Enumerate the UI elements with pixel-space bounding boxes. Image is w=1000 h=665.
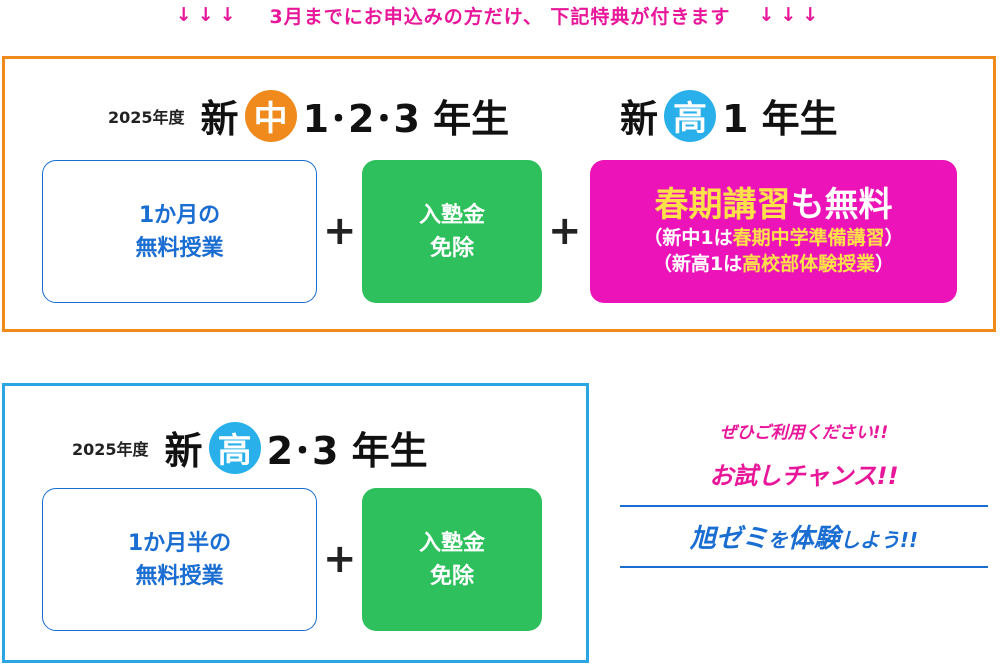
section1-headline-high: 新 高 1 年生 — [620, 88, 838, 143]
down-arrows-left: ↓↓↓ — [175, 4, 242, 26]
card-line: 免除 — [429, 235, 474, 261]
divider-top — [620, 505, 988, 507]
new-label: 新 — [620, 97, 659, 141]
section2-box — [2, 383, 589, 663]
card-line: 無料授業 — [135, 235, 224, 261]
entry-fee-card: 入塾金 免除 — [362, 160, 542, 303]
promo-line-1: ぜひご利用ください!! — [719, 423, 889, 443]
plus-sign: + — [548, 208, 582, 254]
plus-sign: + — [323, 536, 357, 582]
spring-sub-text: ） — [884, 227, 904, 250]
new-label: 新 — [200, 97, 239, 141]
high-school-badge: 高 — [208, 421, 261, 474]
spring-title: 春期講習も無料 — [655, 185, 893, 226]
grades-label: 2･3 年生 — [266, 429, 428, 473]
section2-headline: 2025年度 新 高 2･3 年生 — [72, 420, 428, 475]
top-banner: ↓↓↓ 3月までにお申込みの方だけ、 下記特典が付きます ↓↓↓ — [0, 0, 1000, 30]
card-line: 入塾金 — [418, 202, 485, 228]
spring-sub-2: （新高1は高校部体験授業） — [653, 252, 894, 278]
brand-name: 旭ゼミ — [689, 524, 768, 554]
middle-school-badge: 中 — [244, 89, 297, 142]
free-lessons-card: 1か月の 無料授業 — [42, 160, 317, 303]
down-arrows-right: ↓↓↓ — [758, 4, 825, 26]
high-school-badge: 高 — [664, 89, 717, 142]
card-line: 免除 — [429, 563, 474, 589]
plus-sign: + — [323, 208, 357, 254]
section1-box — [2, 56, 996, 332]
free-lessons-card: 1か月半の 無料授業 — [42, 488, 317, 631]
particle: を — [767, 528, 788, 552]
promo-line-3: 旭ゼミを体験しよう!! — [620, 518, 988, 555]
year-label: 2025年度 — [72, 439, 149, 459]
banner-text: 3月までにお申込みの方だけ、 下記特典が付きます — [269, 5, 731, 28]
card-line: 無料授業 — [135, 563, 224, 589]
spring-title-rest: も無料 — [790, 185, 893, 226]
card-line: 入塾金 — [418, 530, 485, 556]
section1-headline: 2025年度 新 中 1･2･3 年生 — [108, 88, 509, 143]
card-line: 1か月半の — [127, 530, 232, 556]
spring-sub-highlight: 高校部体験授業 — [742, 252, 876, 275]
year-label: 2025年度 — [108, 107, 185, 127]
spring-sub-text: （新中1は — [643, 227, 733, 250]
spring-sub-text: ） — [875, 252, 895, 275]
spring-course-card: 春期講習も無料 （新中1は春期中学準備講習） （新高1は高校部体験授業） — [590, 160, 957, 303]
promo-line-2: お試しチャンス!! — [709, 462, 899, 490]
card-line: 1か月の — [138, 202, 221, 228]
entry-fee-card: 入塾金 免除 — [362, 488, 542, 631]
closing: しよう!! — [839, 528, 919, 552]
spring-sub-highlight: 春期中学準備講習 — [732, 227, 885, 250]
divider-bottom — [620, 566, 988, 568]
spring-title-highlight: 春期講習 — [654, 185, 791, 226]
grades-label: 1･2･3 年生 — [302, 97, 510, 141]
experience-word: 体験 — [787, 524, 840, 554]
grades-label: 1 年生 — [722, 97, 838, 141]
spring-sub-1: （新中1は春期中学準備講習） — [643, 226, 903, 252]
new-label: 新 — [164, 429, 203, 473]
spring-sub-text: （新高1は — [652, 252, 743, 275]
